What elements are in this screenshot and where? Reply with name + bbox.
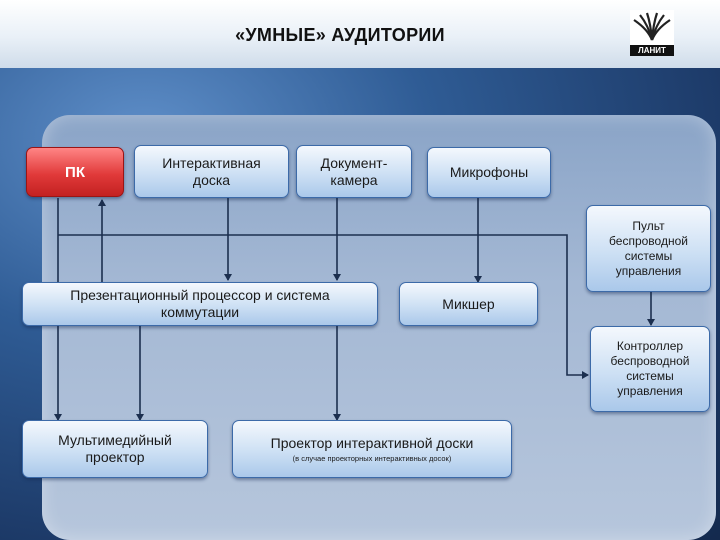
remote-control-box: Пульт беспроводной системы управления	[586, 205, 711, 292]
multimedia-projector-box: Мультимедийный проектор	[22, 420, 208, 478]
presentation-processor-box: Презентационный процессор и система комм…	[22, 282, 378, 326]
document-camera-label: Документ-камера	[320, 154, 388, 188]
board-projector-note: (в случае проекторных интерактивных досо…	[292, 453, 452, 463]
pc-label: ПК	[65, 163, 85, 181]
microphones-label: Микрофоны	[449, 164, 529, 180]
logo-text: ЛАНИТ	[630, 45, 674, 56]
mixer-box: Микшер	[399, 282, 538, 326]
interactive-board-box: Интерактивная доска	[134, 145, 289, 198]
remote-control-label: Пульт беспроводной системы управления	[609, 218, 688, 278]
presentation-processor-label: Презентационный процессор и система комм…	[70, 287, 330, 320]
wireless-controller-box: Контроллер беспроводной системы управлен…	[590, 326, 710, 412]
interactive-board-label: Интерактивная доска	[162, 154, 261, 188]
document-camera-box: Документ-камера	[296, 145, 412, 198]
mixer-label: Микшер	[442, 295, 495, 312]
lanit-logo: ЛАНИТ	[630, 10, 674, 56]
board-projector-label: Проектор интерактивной доски	[270, 434, 474, 451]
pc-box: ПК	[26, 147, 124, 197]
multimedia-projector-label: Мультимедийный проектор	[58, 432, 172, 465]
page-title: «УМНЫЕ» АУДИТОРИИ	[235, 25, 445, 45]
header-bar: «УМНЫЕ» АУДИТОРИИ ЛАНИТ	[0, 0, 720, 68]
board-projector-box: Проектор интерактивной доски (в случае п…	[232, 420, 512, 478]
wireless-controller-label: Контроллер беспроводной системы управлен…	[610, 339, 690, 398]
microphones-box: Микрофоны	[427, 147, 551, 198]
